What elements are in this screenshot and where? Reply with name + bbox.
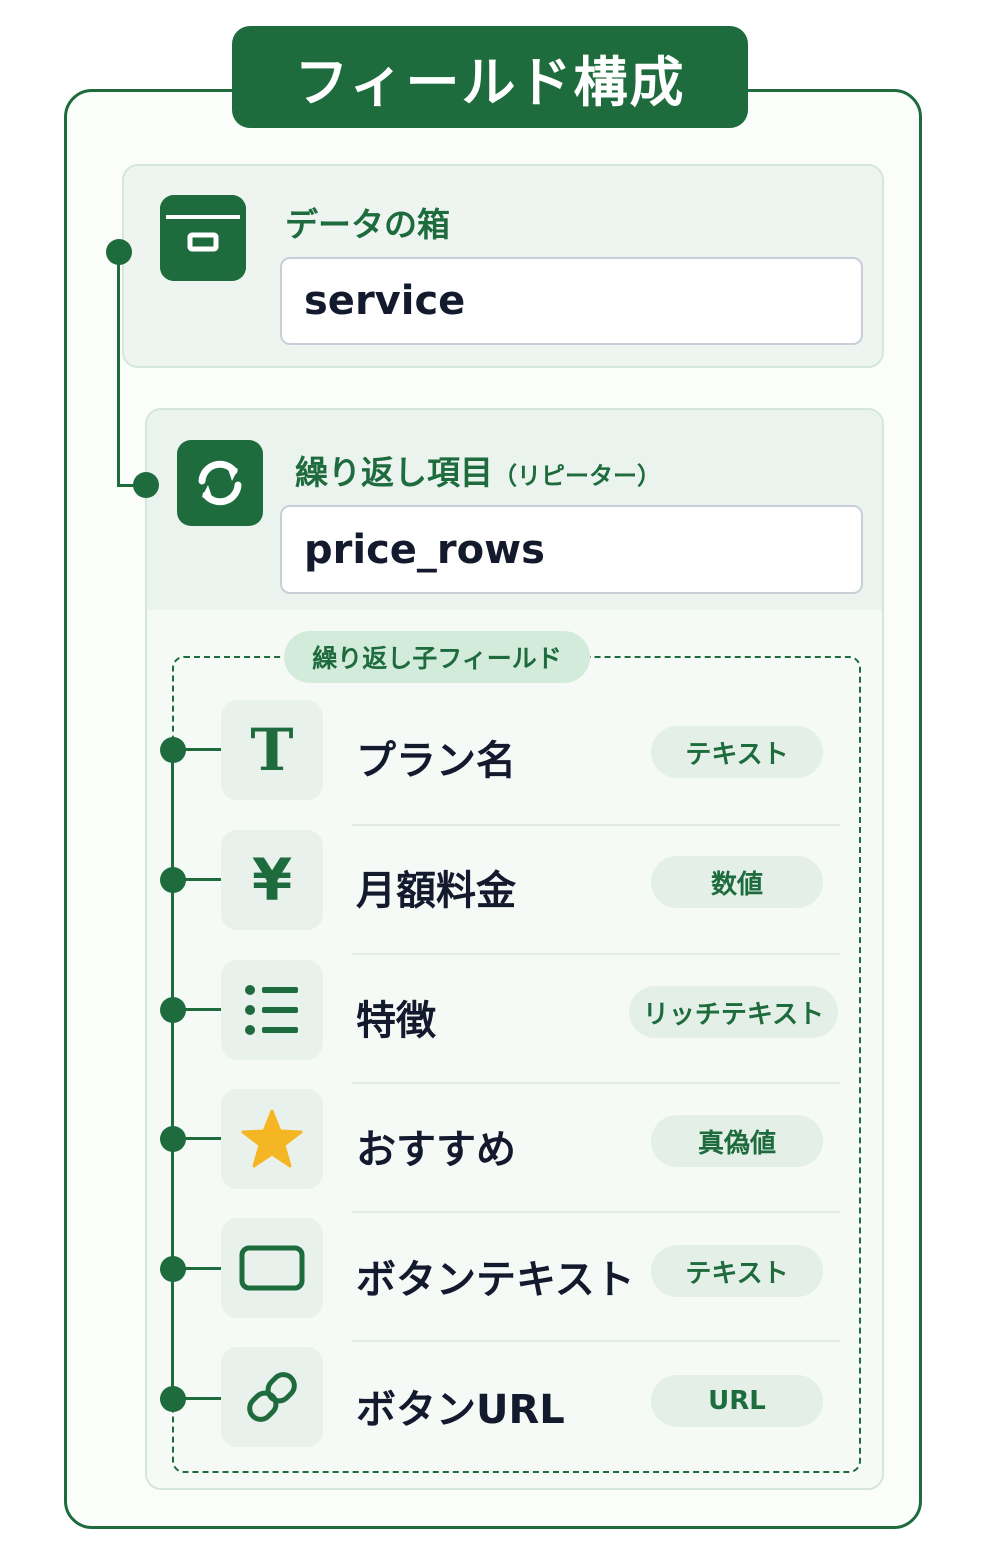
field-label: 特徴 (356, 998, 436, 1044)
text-icon: T (221, 700, 323, 800)
row-divider (352, 1340, 840, 1342)
child-fields-title: 繰り返し子フィールド (284, 631, 590, 683)
text-icon-glyph: T (250, 716, 294, 784)
row-divider (352, 824, 840, 826)
yen-icon-glyph: ¥ (251, 846, 293, 914)
row-divider (352, 1082, 840, 1084)
field-label: おすすめ (356, 1127, 516, 1173)
connector-line (117, 252, 120, 486)
row-divider (352, 953, 840, 955)
repeater-name-field[interactable]: price_rows (280, 505, 863, 594)
tree-branch (172, 878, 222, 881)
star-icon (221, 1089, 323, 1189)
field-label: 月額料金 (356, 868, 516, 914)
field-type-badge: リッチテキスト (629, 986, 838, 1038)
row-divider (352, 1211, 840, 1213)
yen-icon: ¥ (221, 830, 323, 930)
connector-dot (106, 239, 132, 265)
page-title: フィールド構成 (232, 26, 748, 128)
button-icon (221, 1218, 323, 1318)
field-type-badge: 真偽値 (651, 1115, 823, 1167)
repeater-label: 繰り返し項目（リピーター） (295, 446, 661, 494)
connector-line-h (117, 484, 147, 487)
field-type-badge: URL (651, 1375, 823, 1427)
repeater-label-main: 繰り返し項目 (295, 453, 493, 492)
archive-box-icon (160, 195, 246, 281)
tree-branch (172, 748, 222, 751)
tree-branch (172, 1397, 222, 1400)
connector-dot (133, 472, 159, 498)
field-label: プラン名 (356, 738, 516, 784)
link-icon (221, 1347, 323, 1447)
child-tree-line (171, 750, 174, 1400)
tree-branch (172, 1008, 222, 1011)
field-type-badge: テキスト (651, 726, 823, 778)
field-label: ボタンURL (356, 1387, 565, 1433)
field-type-badge: 数値 (651, 856, 823, 908)
container-label: データの箱 (285, 205, 450, 244)
tree-branch (172, 1267, 222, 1270)
refresh-icon (177, 440, 263, 526)
tree-branch (172, 1137, 222, 1140)
container-name-field[interactable]: service (280, 257, 863, 345)
repeater-label-sub: （リピーター） (493, 462, 661, 490)
field-label: ボタンテキスト (356, 1257, 635, 1303)
list-icon (221, 960, 323, 1060)
field-type-badge: テキスト (651, 1245, 823, 1297)
